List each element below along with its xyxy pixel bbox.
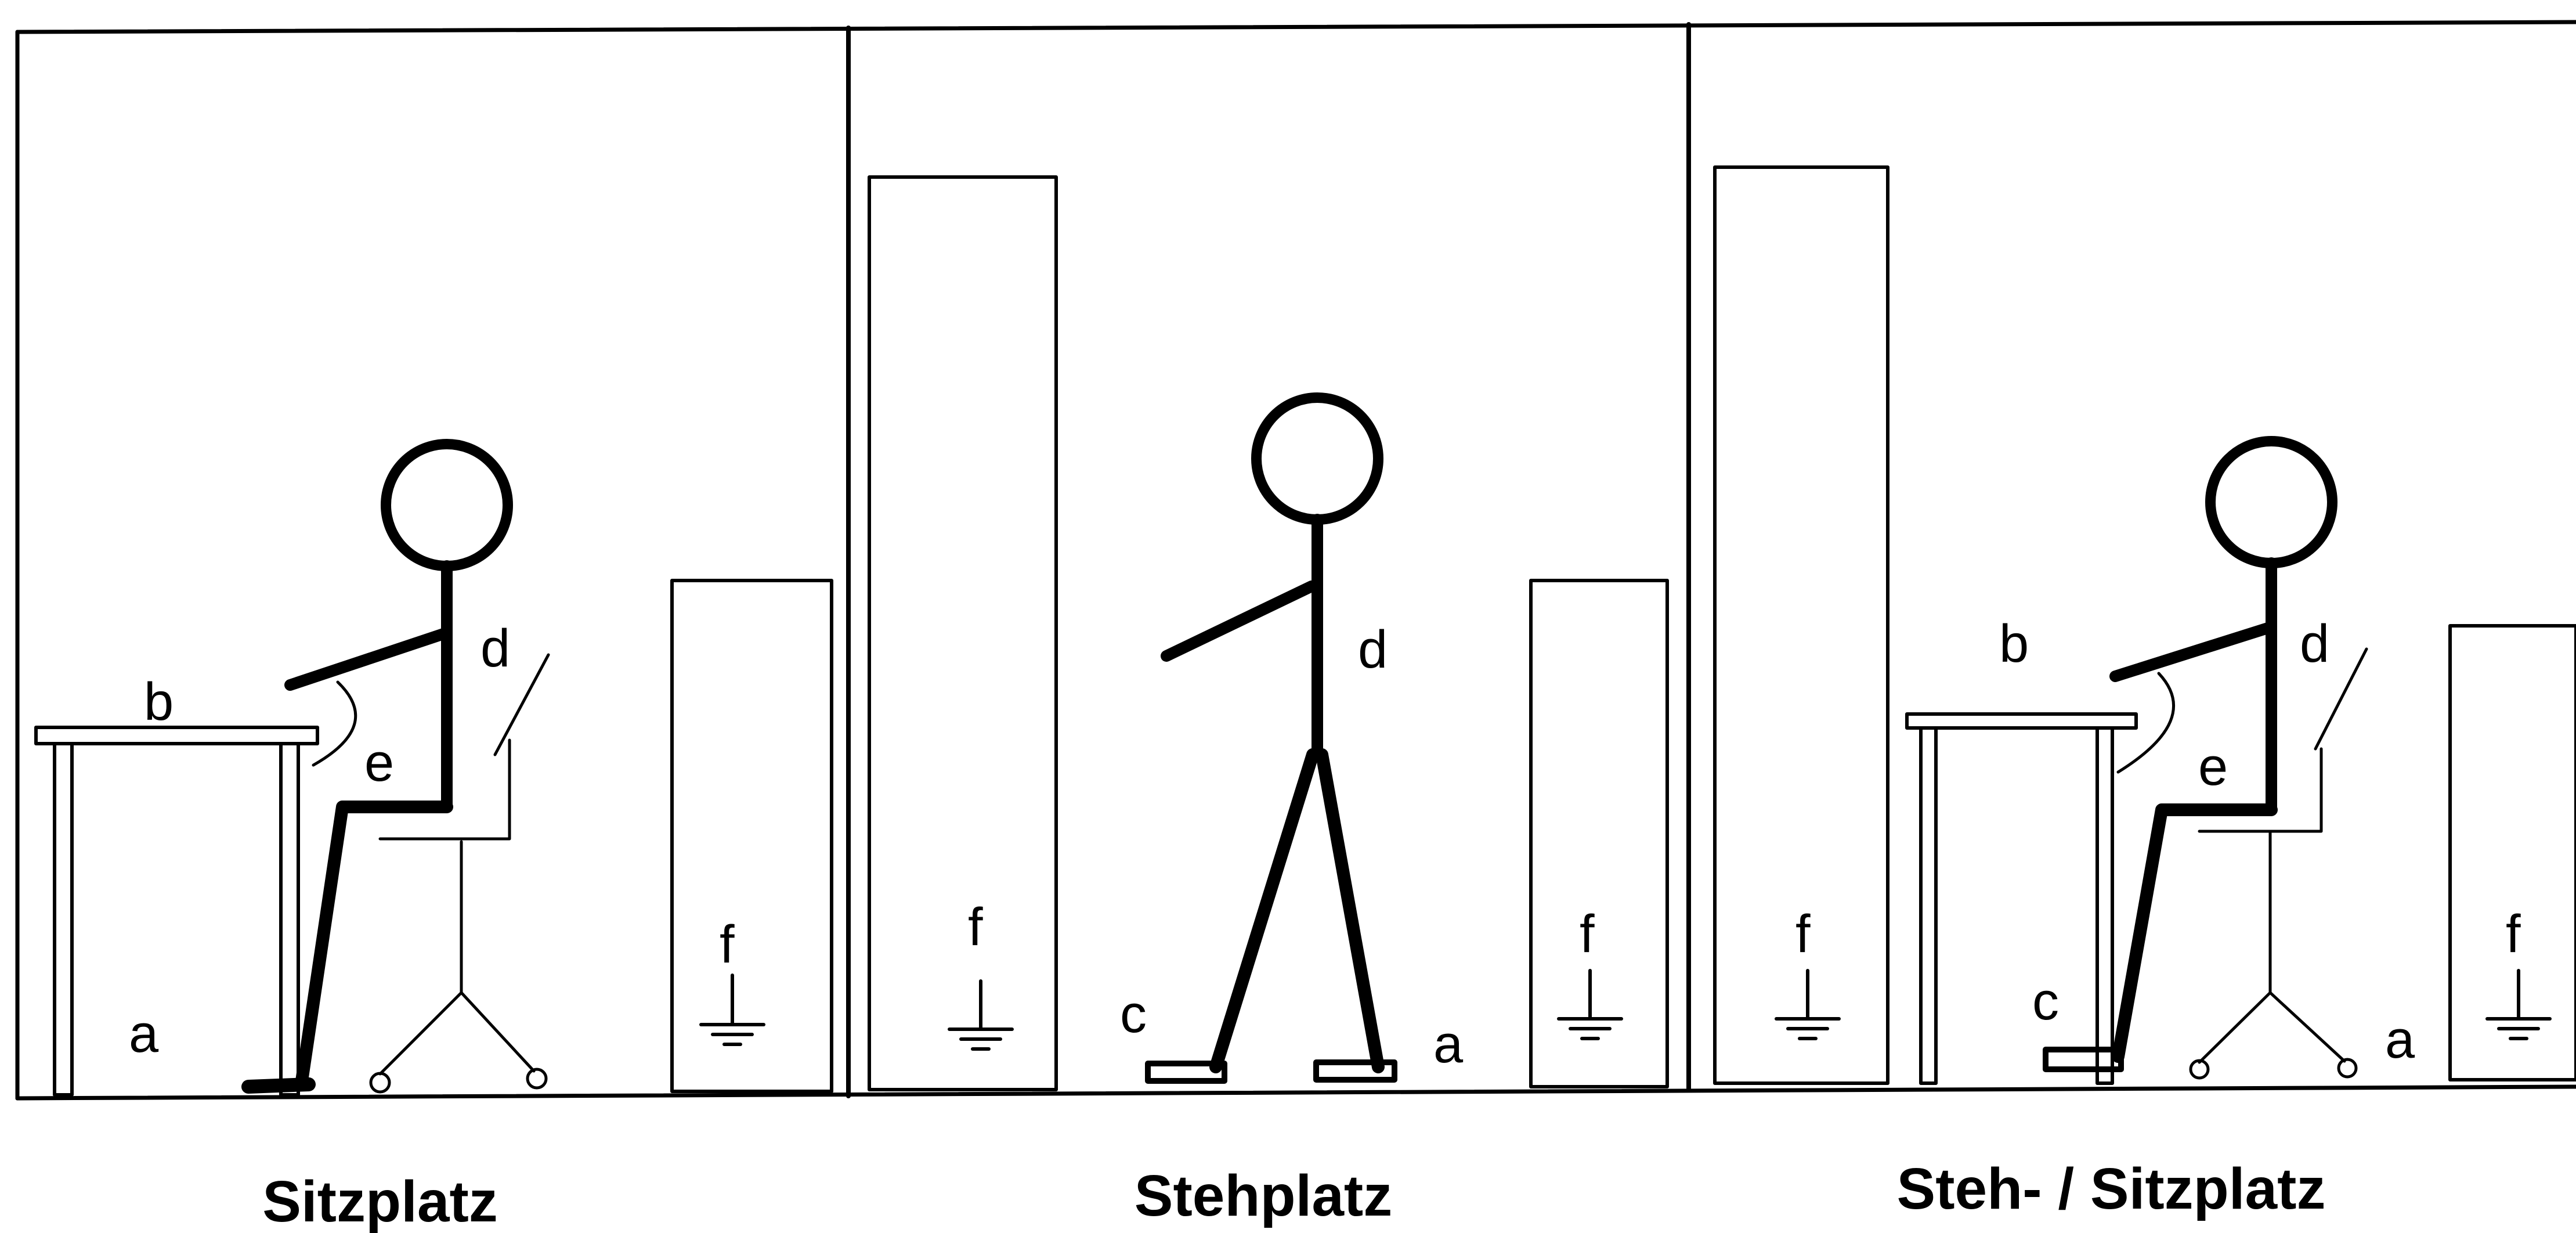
- label-b: b: [1999, 614, 2029, 673]
- person-leg-left: [1209, 748, 1319, 1073]
- angle-arc-e: [2116, 672, 2175, 774]
- desk-leg-right: [2096, 726, 2114, 1085]
- tall-cabinet-left: [868, 175, 1058, 1091]
- desk-leg-left: [1919, 726, 1938, 1085]
- chair-base-right: [460, 991, 536, 1073]
- panel-title-sitzplatz: Sitzplatz: [262, 1169, 498, 1233]
- label-f-left: f: [968, 897, 983, 957]
- ground-icon: [1557, 969, 1623, 1040]
- desk: [34, 726, 319, 1097]
- chair-wheel-right: [526, 1068, 548, 1090]
- label-f-left: f: [1795, 904, 1811, 964]
- label-e: e: [2198, 737, 2228, 796]
- backrest-adjust-mark: [2314, 647, 2368, 751]
- label-f: f: [720, 915, 735, 974]
- cabinet-right: [2448, 624, 2576, 1081]
- foot-mat-right: [1313, 1059, 1397, 1083]
- diagram-frame: [15, 20, 2576, 1101]
- chair-wheel-right: [2337, 1058, 2358, 1079]
- backrest-adjust-mark: [493, 653, 550, 756]
- label-a: a: [129, 1004, 159, 1063]
- chair-base-left: [378, 991, 463, 1076]
- panel-steh-sitzplatz: f b d e c a f Steh- / Sitzplatz: [1713, 165, 2576, 1221]
- ground-icon: [948, 979, 1014, 1051]
- ground-icon: [2485, 969, 2552, 1040]
- person-legs: [295, 801, 453, 1087]
- frame-top-line: [15, 20, 2576, 34]
- label-a: a: [2385, 1010, 2415, 1069]
- panel-sitzplatz: b d e a f Sitzplatz: [34, 439, 833, 1233]
- angle-arc-e: [312, 680, 357, 767]
- ground-icon: [699, 974, 765, 1046]
- panel-title-stehplatz: Stehplatz: [1135, 1163, 1392, 1228]
- panel-stehplatz: f c d a f Stehplatz: [868, 175, 1669, 1228]
- ground-icon: [1775, 969, 1841, 1040]
- person-head: [1251, 392, 1383, 525]
- foot-mat-left: [1145, 1061, 1227, 1084]
- cabinet-right: [1529, 579, 1669, 1088]
- desk-top: [1905, 712, 2138, 730]
- label-d: d: [480, 619, 510, 678]
- chair-wheel-left: [2189, 1059, 2210, 1080]
- seated-person: [241, 439, 513, 1094]
- person-arm: [1161, 581, 1317, 662]
- chair-seat: [2198, 747, 2323, 833]
- footrest: [2043, 1047, 2124, 1072]
- chair-seat: [378, 738, 511, 841]
- label-f-right: f: [2506, 904, 2521, 964]
- person-arm: [2109, 621, 2277, 682]
- label-c: c: [2032, 972, 2059, 1031]
- person-arm: [284, 627, 453, 691]
- standing-stool: [2189, 747, 2358, 1080]
- chair-base-left: [2198, 991, 2272, 1064]
- person-legs: [2112, 803, 2278, 1063]
- cabinet: [670, 579, 833, 1093]
- label-a: a: [1433, 1015, 1464, 1074]
- frame-floor-line: [15, 1084, 2576, 1101]
- label-c: c: [1120, 985, 1147, 1044]
- seated-person: [2109, 436, 2337, 1063]
- panel-title-steh-sitzplatz: Steh- / Sitzplatz: [1897, 1156, 2326, 1221]
- person-leg-right: [1316, 748, 1385, 1073]
- chair-base-right: [2268, 991, 2346, 1063]
- desk-leg-left: [53, 742, 74, 1097]
- desk-top: [34, 726, 319, 745]
- label-d: d: [1358, 620, 1388, 679]
- person-foot: [241, 1077, 316, 1094]
- office-chair: [369, 738, 548, 1094]
- desk-leg-right: [279, 742, 300, 1097]
- person-head: [381, 439, 513, 571]
- label-f-right: f: [1580, 904, 1595, 964]
- label-d: d: [2300, 614, 2329, 673]
- person-head: [2205, 436, 2337, 568]
- label-b: b: [144, 672, 174, 731]
- standing-person: [1161, 392, 1385, 1073]
- chair-wheel-left: [369, 1072, 391, 1094]
- desk: [1905, 712, 2138, 1085]
- label-e: e: [364, 733, 394, 792]
- tall-cabinet-left: [1713, 165, 1889, 1085]
